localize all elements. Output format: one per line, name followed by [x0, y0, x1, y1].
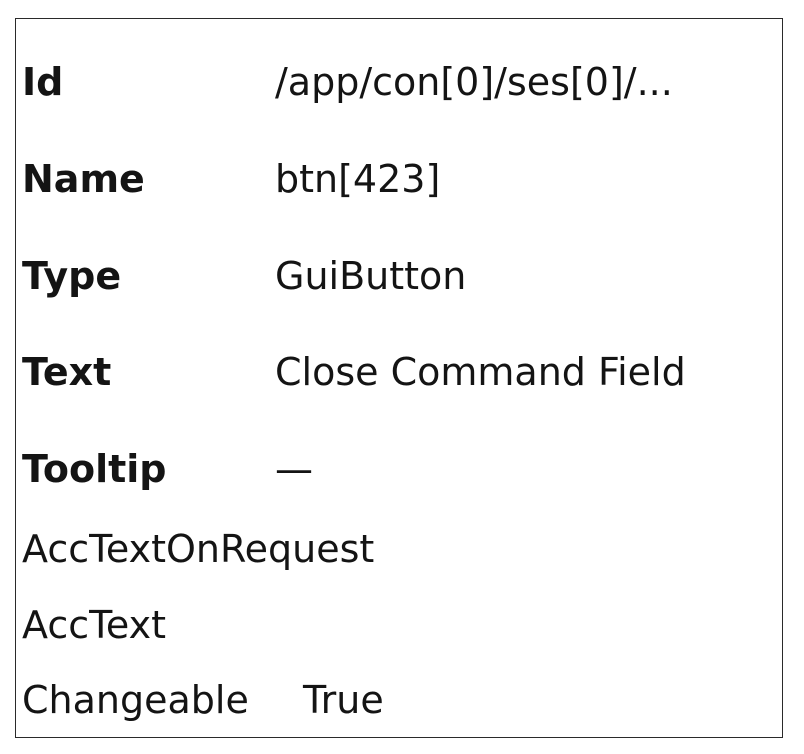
- property-value-name: btn[423]: [275, 157, 441, 201]
- property-value-changeable: True: [303, 678, 384, 722]
- property-label-id: Id: [22, 60, 64, 104]
- property-value-text: Close Command Field: [275, 350, 686, 394]
- property-value-tooltip: —: [275, 447, 313, 491]
- property-value-type: GuiButton: [275, 254, 467, 298]
- property-label-name: Name: [22, 157, 145, 201]
- property-label-type: Type: [22, 254, 122, 298]
- property-label-acctext: AccText: [22, 603, 166, 647]
- property-label-acctextonrequest: AccTextOnRequest: [22, 527, 375, 571]
- property-label-text: Text: [22, 350, 112, 394]
- property-value-id: /app/con[0]/ses[0]/...: [275, 60, 673, 104]
- property-label-tooltip: Tooltip: [22, 447, 167, 491]
- properties-panel: Id /app/con[0]/ses[0]/... Name btn[423] …: [15, 18, 783, 738]
- property-label-changeable: Changeable: [22, 678, 249, 722]
